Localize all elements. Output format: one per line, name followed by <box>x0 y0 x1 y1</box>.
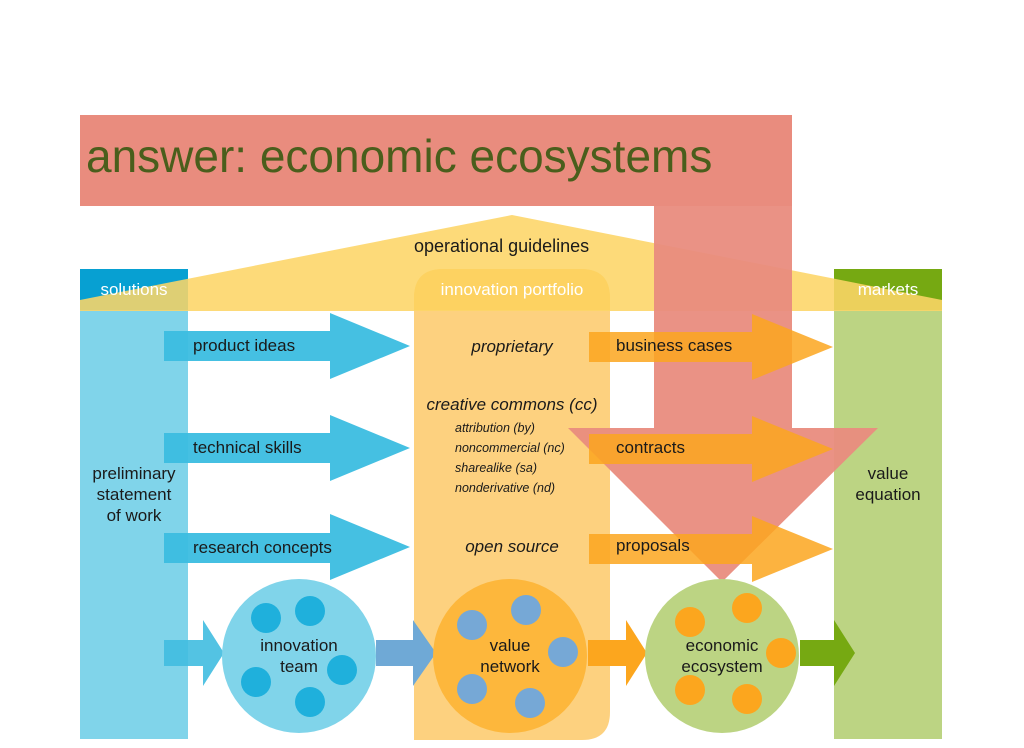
arrow-proposals <box>589 516 833 582</box>
cc-attribution: attribution (by) <box>455 421 535 435</box>
cc-nonderivative: nonderivative (nd) <box>455 481 556 495</box>
flow-arrow-team-to-network <box>376 620 436 686</box>
innovation-team-node <box>222 579 376 733</box>
open-source-label: open source <box>465 537 559 556</box>
arrow-business-cases <box>589 314 833 380</box>
arrow-product-ideas <box>164 313 410 379</box>
cc-sharealike: sharealike (sa) <box>455 461 537 475</box>
value-network-node <box>433 579 587 733</box>
creative-commons-label: creative commons (cc) <box>426 395 598 414</box>
economic-ecosystem-label: economic ecosystem <box>681 636 763 676</box>
business-cases-label: business cases <box>616 336 733 355</box>
economic-ecosystem-node <box>645 579 799 733</box>
innovation-team-label: innovation team <box>260 636 338 676</box>
cc-license-list: attribution (by) noncommercial (nc) shar… <box>455 418 565 498</box>
answer-banner <box>80 115 792 206</box>
arrow-research-concepts <box>164 514 410 580</box>
research-concepts-label: research concepts <box>193 538 332 557</box>
operational-guidelines-label: operational guidelines <box>414 236 590 256</box>
right-arrows <box>589 314 833 582</box>
arrow-technical-skills <box>164 415 410 481</box>
answer-down-arrow <box>568 206 878 582</box>
proposals-label: proposals <box>616 536 690 555</box>
solutions-header: solutions <box>100 280 168 299</box>
flow-arrow-entry <box>164 620 224 686</box>
proprietary-label: proprietary <box>471 337 553 356</box>
value-network-label: value network <box>480 636 540 676</box>
flow-arrow-ecosystem-to-markets <box>800 620 855 686</box>
product-ideas-label: product ideas <box>193 336 296 355</box>
flow-arrow-network-to-ecosystem <box>588 620 647 686</box>
page-title: answer: economic ecosystems <box>86 130 713 182</box>
portfolio-header: innovation portfolio <box>440 280 584 299</box>
contracts-label: contracts <box>616 438 685 457</box>
markets-header: markets <box>857 280 919 299</box>
arrow-contracts <box>589 416 833 482</box>
markets-body: value equation <box>855 464 921 504</box>
solutions-body: preliminary statement of work <box>92 464 176 525</box>
left-arrows <box>164 313 410 580</box>
markets-column <box>834 269 942 739</box>
technical-skills-label: technical skills <box>193 438 302 457</box>
cc-noncommercial: noncommercial (nc) <box>455 441 565 455</box>
